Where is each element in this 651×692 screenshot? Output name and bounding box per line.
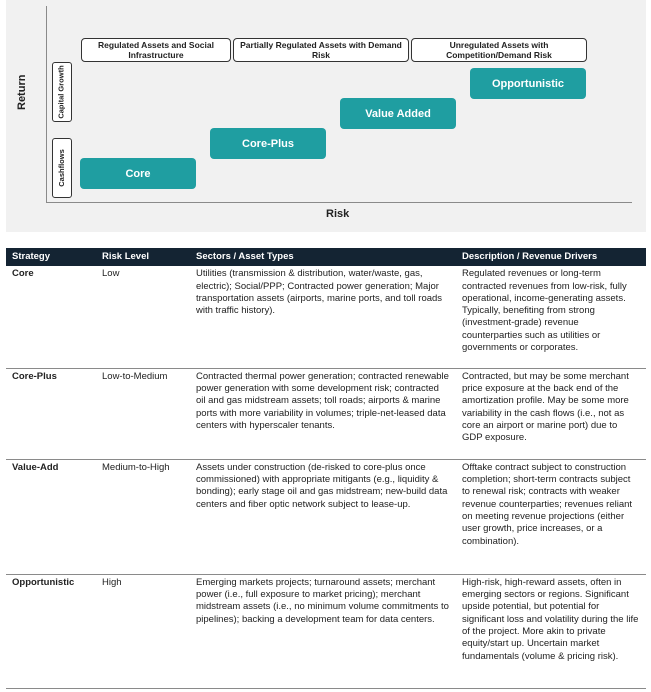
header-risk-level: Risk Level xyxy=(102,251,149,262)
row-risk-level: Medium-to-High xyxy=(102,461,170,473)
category-regulated-label: Regulated Assets and Social Infrastructu… xyxy=(98,40,214,60)
risk-return-diagram: Return Risk Capital Growth Cashflows Reg… xyxy=(6,0,646,232)
strategy-table: Strategy Risk Level Sectors / Asset Type… xyxy=(6,248,646,689)
step-opportunistic: Opportunistic xyxy=(470,68,586,99)
row-risk-level: Low xyxy=(102,268,120,280)
row-description: Contracted, but may be some merchant pri… xyxy=(462,370,629,444)
row-strategy: Opportunistic xyxy=(12,576,75,588)
header-sectors: Sectors / Asset Types xyxy=(196,251,294,262)
header-description: Description / Revenue Drivers xyxy=(462,251,598,262)
category-partially-regulated: Partially Regulated Assets with Demand R… xyxy=(233,38,409,62)
category-unregulated: Unregulated Assets with Competition/Dema… xyxy=(411,38,587,62)
table-row: Opportunistic High Emerging markets proj… xyxy=(6,574,646,689)
x-axis-title: Risk xyxy=(326,208,350,220)
row-strategy: Core xyxy=(12,268,34,280)
y-axis-line xyxy=(46,6,47,202)
row-sectors: Contracted thermal power generation; con… xyxy=(196,370,449,431)
row-sectors: Utilities (transmission & distribution, … xyxy=(196,268,443,317)
table-row: Core-Plus Low-to-Medium Contracted therm… xyxy=(6,368,646,460)
band-capital-growth: Capital Growth xyxy=(52,62,72,122)
band-cashflows: Cashflows xyxy=(52,138,72,198)
category-partially-regulated-label: Partially Regulated Assets with Demand R… xyxy=(240,40,402,60)
row-risk-level: Low-to-Medium xyxy=(102,370,168,382)
row-description: High-risk, high-reward assets, often in … xyxy=(462,576,639,662)
step-core: Core xyxy=(80,158,196,189)
row-strategy: Value-Add xyxy=(12,461,59,473)
row-description: Regulated revenues or long-term contract… xyxy=(462,268,627,354)
y-axis-title: Return xyxy=(16,74,28,110)
step-value-added: Value Added xyxy=(340,98,456,129)
row-description: Offtake contract subject to construction… xyxy=(462,461,633,547)
table-header-row: Strategy Risk Level Sectors / Asset Type… xyxy=(6,248,646,267)
band-capital-growth-label: Capital Growth xyxy=(57,65,66,119)
row-sectors: Emerging markets projects; turnaround as… xyxy=(196,576,449,625)
band-cashflows-label: Cashflows xyxy=(57,149,67,187)
x-axis-line xyxy=(46,202,632,203)
step-core-plus: Core-Plus xyxy=(210,128,326,159)
category-unregulated-label: Unregulated Assets with Competition/Dema… xyxy=(446,40,552,60)
row-strategy: Core-Plus xyxy=(12,370,57,382)
table-row: Value-Add Medium-to-High Assets under co… xyxy=(6,459,646,575)
table-row: Core Low Utilities (transmission & distr… xyxy=(6,266,646,369)
header-strategy: Strategy xyxy=(12,251,51,262)
category-regulated: Regulated Assets and Social Infrastructu… xyxy=(81,38,231,62)
row-risk-level: High xyxy=(102,576,122,588)
row-sectors: Assets under construction (de-risked to … xyxy=(196,461,448,510)
